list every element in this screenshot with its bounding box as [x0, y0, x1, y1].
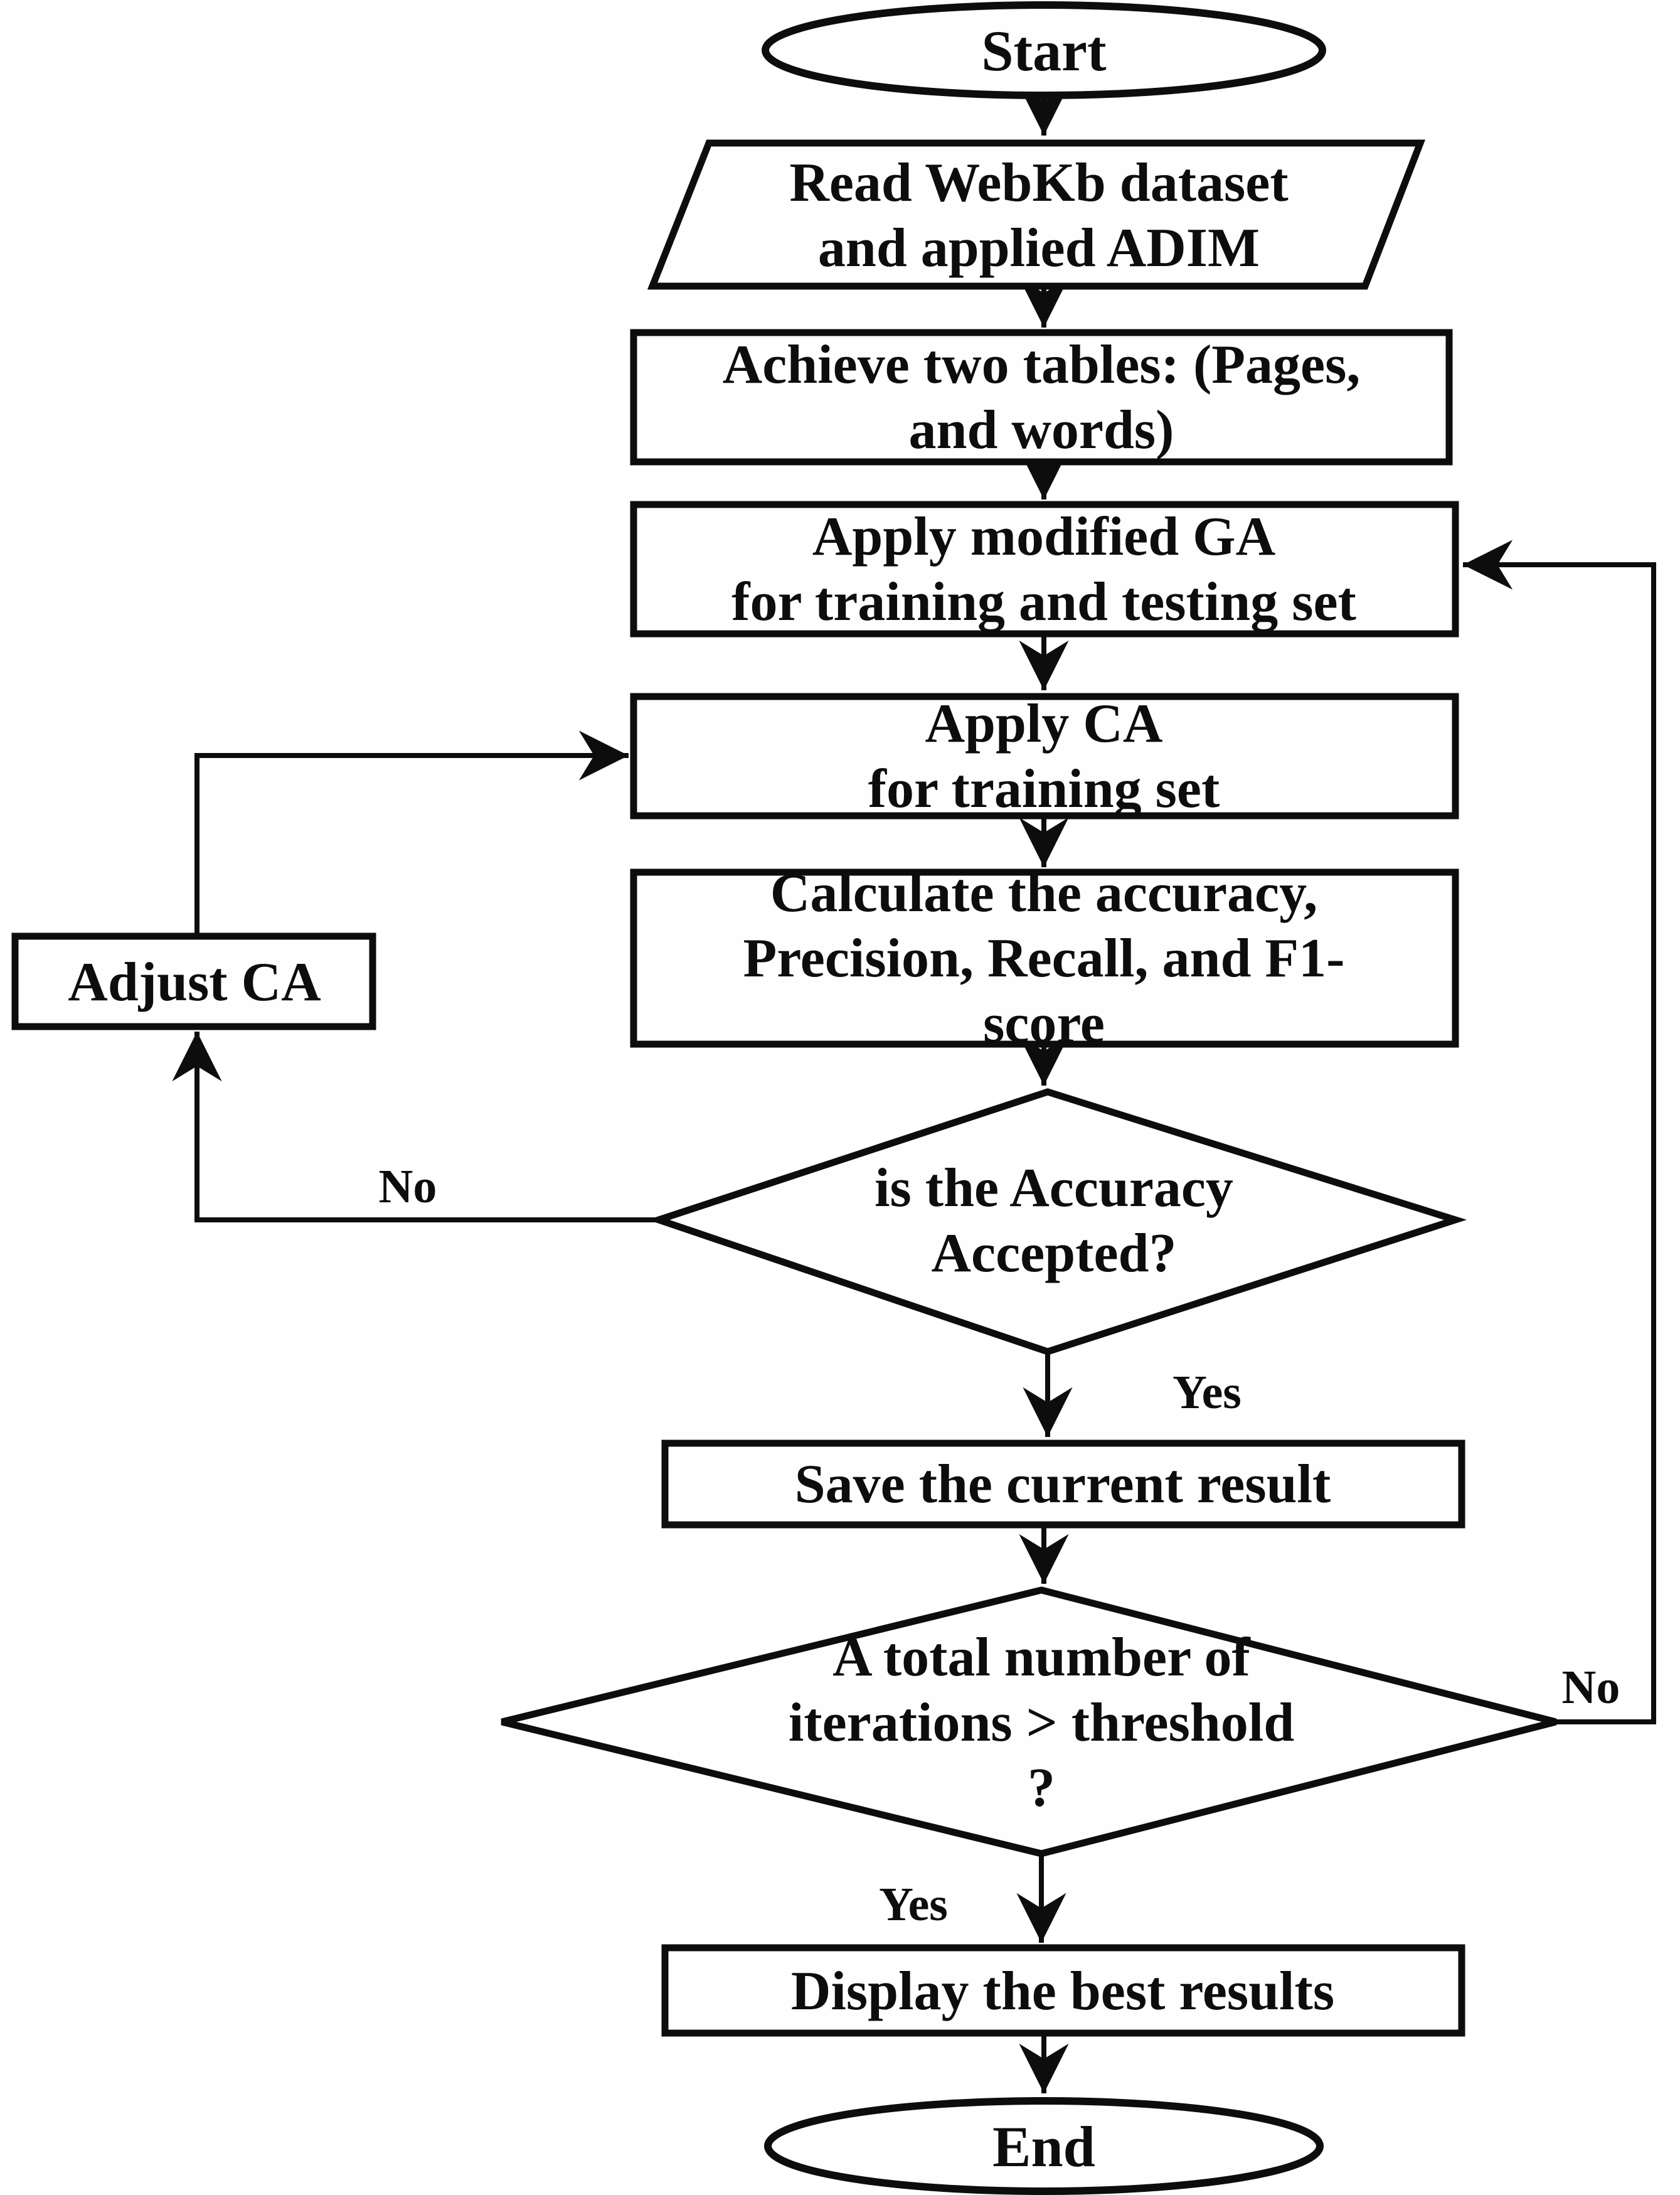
adjust-ca-node: Adjust CA	[11, 932, 376, 1030]
iterations-decision-node: A total number of iterations > threshold…	[501, 1586, 1557, 1857]
accuracy-no-label: No	[379, 1160, 437, 1213]
apply-ga-line1: Apply modified GA	[812, 506, 1275, 567]
achieve-tables-line1: Achieve two tables: (Pages,	[723, 334, 1361, 395]
end-node: End	[764, 2097, 1324, 2195]
save-result-label: Save the current result	[795, 1454, 1331, 1515]
start-label: Start	[981, 19, 1107, 83]
accuracy-decision-line2: Accepted?	[932, 1223, 1177, 1284]
save-result-node: Save the current result	[661, 1439, 1465, 1529]
start-node: Start	[762, 1, 1326, 99]
accuracy-decision-diamond-shape	[647, 1088, 1467, 1355]
read-dataset-io-shape	[647, 139, 1426, 290]
adjust-ca-label: Adjust CA	[68, 952, 321, 1013]
calculate-metrics-line3: score	[983, 993, 1105, 1054]
achieve-tables-node: Achieve two tables: (Pages, and words)	[630, 329, 1453, 466]
apply-ca-line1: Apply CA	[925, 693, 1163, 754]
display-results-process-shape	[661, 1944, 1465, 2037]
apply-ga-node: Apply modified GA for training and testi…	[630, 501, 1459, 638]
iterations-decision-line3: ?	[1028, 1758, 1055, 1818]
apply-ca-line2: for training set	[868, 759, 1220, 820]
achieve-tables-process-shape	[630, 329, 1453, 466]
loop-iterations-no-to-apply-ga	[1463, 540, 1656, 1724]
loop-accuracy-no-to-adjust-ca	[172, 1032, 659, 1222]
display-results-node: Display the best results	[661, 1944, 1465, 2037]
calculate-metrics-node: Calculate the accuracy, Precision, Recal…	[630, 863, 1459, 1054]
loop-adjust-ca-to-apply-ca	[194, 730, 629, 936]
save-result-process-shape	[661, 1439, 1465, 1529]
calculate-metrics-line1: Calculate the accuracy,	[770, 863, 1317, 924]
start-terminator-shape	[762, 1, 1326, 99]
read-dataset-line1: Read WebKb dataset	[789, 152, 1288, 213]
iterations-decision-line1: A total number of	[832, 1627, 1251, 1688]
iterations-no-label: No	[1562, 1661, 1620, 1714]
end-label: End	[992, 2115, 1095, 2179]
apply-ca-process-shape	[630, 693, 1459, 820]
apply-ca-node: Apply CA for training set	[630, 693, 1459, 820]
adjust-ca-process-shape	[11, 932, 376, 1030]
read-dataset-node: Read WebKb dataset and applied ADIM	[647, 139, 1426, 290]
calculate-metrics-line2: Precision, Recall, and F1-	[743, 928, 1345, 989]
read-dataset-line2: and applied ADIM	[818, 218, 1260, 279]
end-terminator-shape	[764, 2097, 1324, 2195]
accuracy-decision-node: is the Accuracy Accepted?	[647, 1088, 1467, 1355]
apply-ga-line2: for training and testing set	[731, 572, 1356, 633]
display-results-label: Display the best results	[791, 1961, 1334, 2022]
accuracy-decision-line1: is the Accuracy	[875, 1158, 1233, 1219]
iterations-decision-diamond-shape	[501, 1586, 1557, 1857]
calculate-metrics-process-shape	[630, 868, 1459, 1048]
apply-ga-process-shape	[630, 501, 1459, 638]
accuracy-yes-label: Yes	[1172, 1366, 1241, 1419]
iterations-yes-label: Yes	[879, 1878, 948, 1931]
iterations-decision-line2: iterations > threshold	[789, 1692, 1294, 1753]
achieve-tables-line2: and words)	[909, 400, 1174, 461]
